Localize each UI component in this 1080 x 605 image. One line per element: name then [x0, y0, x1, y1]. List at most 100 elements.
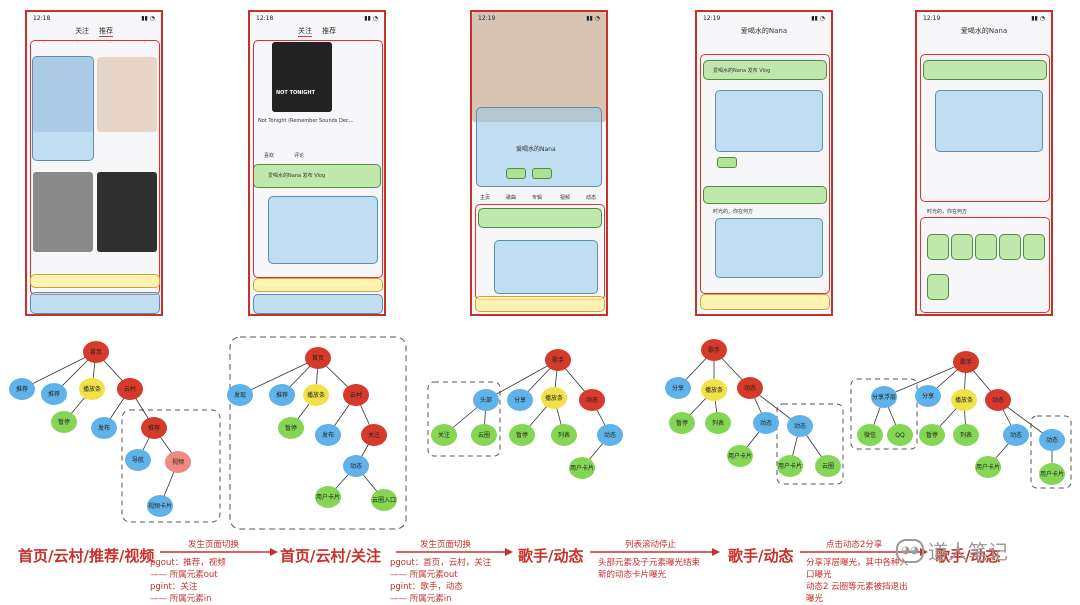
- tree-node-label: 动态: [1046, 436, 1058, 444]
- tree-node: 暂停: [669, 412, 695, 434]
- tree-node-circle: [871, 386, 897, 408]
- tree-node-circle: [51, 411, 77, 433]
- video-card-highlight: [32, 56, 94, 161]
- flow-step-5: 歌手/动态: [935, 547, 1001, 565]
- time-label: 12:18: [256, 14, 274, 22]
- profile-tab-dynamics[interactable]: 动态: [586, 195, 597, 201]
- video-thumb[interactable]: [97, 172, 157, 252]
- tree-node-circle: [985, 389, 1011, 411]
- tree-node-circle: [887, 424, 913, 446]
- share-qq[interactable]: [975, 234, 997, 260]
- header-title: 爱喝水的Nana: [740, 27, 788, 35]
- tree-node-circle: [787, 415, 813, 437]
- video-card-highlight: [494, 240, 598, 294]
- note-line: 口曝光: [806, 570, 832, 580]
- tree-node: 发布: [315, 424, 341, 446]
- video-card-highlight-2: [715, 218, 823, 278]
- note-line: pgout：推荐，视频: [150, 558, 226, 568]
- tree-node-label: 分享: [514, 396, 526, 404]
- share-moments[interactable]: [951, 234, 973, 260]
- note-line: 新的动态卡片曝光: [598, 570, 667, 580]
- tab-follow[interactable]: 关注: [298, 26, 312, 37]
- tree-node: 视频: [165, 451, 191, 473]
- tree-edge: [485, 359, 559, 401]
- tree-node: 动态: [753, 412, 779, 434]
- watermark: ◕◕道人笔记: [896, 536, 1008, 565]
- tree-node-circle: [569, 457, 595, 479]
- top-tabs: 关注 推荐: [27, 24, 161, 38]
- video-card-highlight: [935, 90, 1043, 152]
- tree-node: 动态: [1003, 424, 1029, 446]
- status-bar: 12:19▮▮ ◔: [697, 12, 831, 24]
- tree-node-label: 用户卡片: [728, 452, 752, 460]
- tree-node-circle: [147, 495, 173, 517]
- tree-node-circle: [975, 456, 1001, 478]
- tree-node: 用户卡片: [777, 455, 803, 477]
- tab-recommend[interactable]: 推荐: [322, 27, 336, 35]
- tree-node-circle: [315, 424, 341, 446]
- tree-node-label: 歌手: [708, 346, 720, 354]
- post-user-highlight: [923, 60, 1047, 80]
- dashed-group-6: [1030, 415, 1072, 489]
- tree-node-label: 分享: [922, 392, 934, 400]
- like-button[interactable]: 喜欢: [264, 153, 275, 159]
- note-line: pgout：首页，云村，关注: [390, 558, 492, 568]
- profile-tab-home[interactable]: 主页: [480, 195, 491, 201]
- circle-button[interactable]: [532, 168, 552, 179]
- tree-node-circle: [431, 424, 457, 446]
- tree-edge: [21, 351, 97, 390]
- wechat-icon: ◕◕: [896, 538, 924, 563]
- tree-node: 暂停: [278, 417, 304, 439]
- share-weibo[interactable]: [1023, 234, 1045, 260]
- share-wechat[interactable]: [927, 234, 949, 260]
- dynamic-list-highlight: [700, 54, 830, 294]
- tree-node-circle: [269, 384, 295, 406]
- tab-recommend[interactable]: 推荐: [99, 26, 113, 37]
- album-cover[interactable]: [272, 42, 332, 112]
- tree-node-circle: [343, 455, 369, 477]
- share-more[interactable]: [927, 274, 949, 300]
- bottom-nav-highlight: [30, 292, 160, 314]
- video-thumb[interactable]: [33, 172, 93, 252]
- follow-button[interactable]: [506, 168, 526, 179]
- tree-node: 列表: [953, 424, 979, 446]
- tree-node-label: 发布: [322, 431, 334, 439]
- tree-node-circle: [777, 455, 803, 477]
- tree-node-circle: [753, 412, 779, 434]
- tree-node-circle: [1039, 463, 1065, 485]
- profile-tab-albums[interactable]: 专辑: [532, 195, 543, 201]
- tree-node: 分享浮层: [871, 386, 897, 408]
- video-thumb[interactable]: [97, 57, 157, 132]
- video-card-highlight: [715, 90, 823, 152]
- profile-tab-videos[interactable]: 视频: [560, 195, 571, 201]
- tree-nodes: 首页推荐推荐播放条云村暂停发布推荐导航视频视频卡片首页发现推荐播放条云村暂停发布…: [9, 339, 1065, 517]
- share-qzone[interactable]: [999, 234, 1021, 260]
- flow-step-3: 歌手/动态: [518, 547, 584, 565]
- category-dot: ·: [76, 40, 79, 46]
- post-user-highlight-2: [703, 186, 827, 204]
- comment-button[interactable]: 评论: [294, 153, 305, 159]
- like-button[interactable]: [717, 157, 737, 168]
- note-line: 曝光: [806, 594, 824, 604]
- playbar-highlight: [700, 294, 830, 310]
- share-panel-highlight: [920, 217, 1050, 313]
- tree-node-label: 用户卡片: [570, 464, 594, 472]
- category-row: ····: [27, 38, 161, 48]
- tree-node-label: 动态: [794, 422, 806, 430]
- tree-node-label: 歌手: [552, 356, 564, 364]
- category-dot: ·: [109, 40, 112, 46]
- flow-step-4: 歌手/动态: [728, 547, 794, 565]
- tree-node: 暂停: [51, 411, 77, 433]
- profile-tab-songs[interactable]: 歌曲: [506, 195, 517, 201]
- singer-header: 爱喝水的Nana: [917, 24, 1051, 38]
- note-4: 分享浮层曝光，其中各种入 口曝光 动态2 云圈等元素被挡退出 曝光: [806, 557, 908, 605]
- tree-node-label: 用户卡片: [778, 462, 802, 470]
- tree-node-circle: [91, 417, 117, 439]
- tree-node: 云圈: [815, 455, 841, 477]
- flow-step-2: 首页/云村/关注: [280, 547, 381, 565]
- tab-follow[interactable]: 关注: [75, 27, 89, 35]
- status-bar: 12:18▮▮ ◔: [27, 12, 161, 24]
- tree-node-circle: [83, 341, 109, 363]
- tree-node-circle: [141, 417, 167, 439]
- tree-node: 推荐: [41, 383, 67, 405]
